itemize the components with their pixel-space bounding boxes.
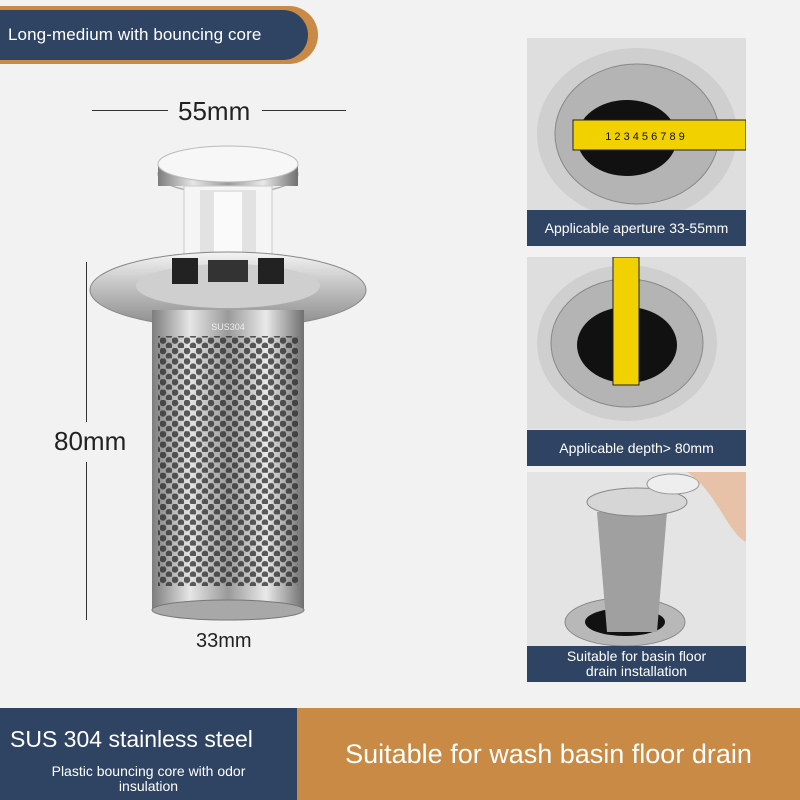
height-dimension-line-top bbox=[86, 262, 87, 422]
depth-photo bbox=[527, 257, 746, 429]
installation-photo bbox=[527, 472, 746, 646]
width-dimension-line-right bbox=[262, 110, 346, 111]
panel-installation-caption-line1: Suitable for basin floor bbox=[566, 648, 707, 664]
aperture-photo: 1 2 3 4 5 6 7 8 9 bbox=[527, 38, 746, 210]
bottom-dimension-label: 33mm bbox=[196, 630, 252, 652]
panel-installation-caption: Suitable for basin floor drain installat… bbox=[527, 646, 746, 682]
panel-depth: Applicable depth> 80mm bbox=[527, 257, 746, 466]
width-dimension-line-left bbox=[92, 110, 168, 111]
material-banner: SUS 304 stainless steel Plastic bouncing… bbox=[0, 708, 297, 800]
usage-banner: Suitable for wash basin floor drain bbox=[297, 708, 800, 800]
engraving-text: SUS304 bbox=[211, 322, 245, 332]
drain-strainer-svg: SUS304 bbox=[89, 145, 367, 621]
material-title: SUS 304 stainless steel bbox=[10, 726, 253, 752]
panel-aperture: 1 2 3 4 5 6 7 8 9 Applicable aperture 33… bbox=[527, 38, 746, 246]
panel-depth-caption: Applicable depth> 80mm bbox=[527, 430, 746, 466]
usage-text: Suitable for wash basin floor drain bbox=[345, 738, 752, 769]
drain-strainer-illustration: SUS304 bbox=[88, 140, 368, 630]
title-badge: Long-medium with bouncing core bbox=[0, 6, 318, 64]
panel-installation-caption-line2: drain installation bbox=[585, 663, 688, 679]
height-dimension-label: 80mm bbox=[54, 426, 127, 456]
panel-aperture-caption: Applicable aperture 33-55mm bbox=[527, 210, 746, 246]
panel-installation: Suitable for basin floor drain installat… bbox=[527, 472, 746, 682]
height-dimension-line-bottom bbox=[86, 462, 87, 620]
material-subtitle: Plastic bouncing core with odor insulati… bbox=[51, 763, 246, 794]
title-badge-label: Long-medium with bouncing core bbox=[8, 25, 262, 44]
width-dimension-label: 55mm bbox=[178, 96, 251, 126]
tape-marks: 1 2 3 4 5 6 7 8 9 bbox=[605, 131, 685, 143]
title-badge-inner: Long-medium with bouncing core bbox=[0, 10, 308, 60]
